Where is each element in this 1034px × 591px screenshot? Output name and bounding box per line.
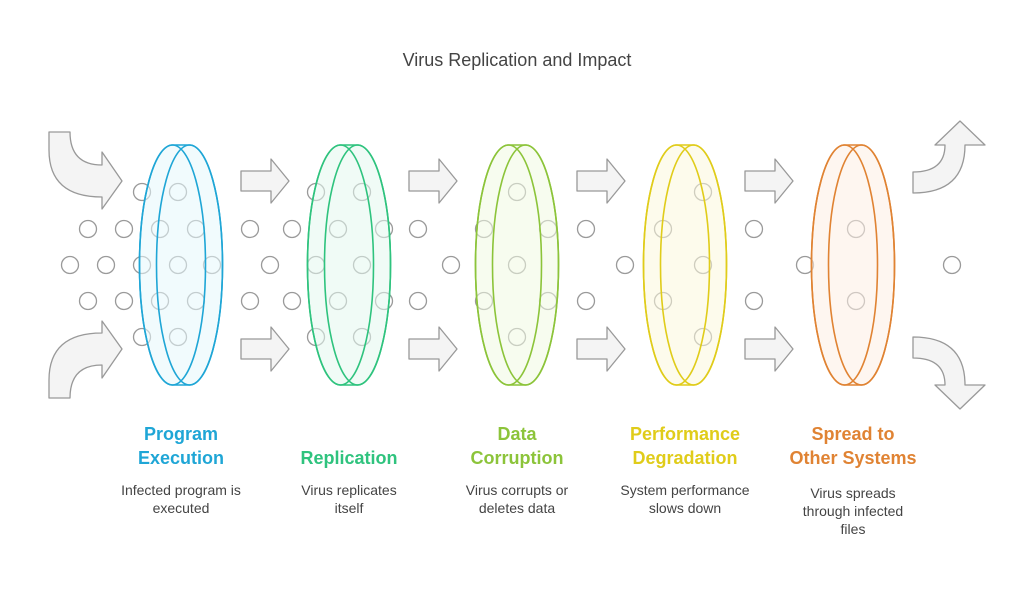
particle-dot <box>282 219 302 239</box>
flow-arrow <box>744 158 794 204</box>
stage-title: Spread to Other Systems <box>763 422 943 470</box>
curved-in-arrow-top <box>48 131 123 210</box>
particle-dot <box>441 255 461 275</box>
ring-back-edge <box>810 144 879 386</box>
flow-arrow <box>744 326 794 372</box>
stage-description: Virus replicates itself <box>259 481 439 517</box>
stage-description-line: Virus replicates <box>301 482 397 498</box>
stage-description-line: System performance <box>620 482 750 498</box>
particle-dot <box>60 255 80 275</box>
stage-title-line: Corruption <box>470 448 564 468</box>
ring-band <box>810 144 896 386</box>
stage-description-line: deletes data <box>478 500 556 516</box>
stage-description: Infected program is executed <box>91 481 271 517</box>
stage-title-line: Data <box>497 424 537 444</box>
curved-out-arrow-top <box>912 120 986 194</box>
particle-dot <box>576 219 596 239</box>
stage-title-line: Performance <box>629 424 741 444</box>
stage-description-line: files <box>840 521 866 537</box>
stage-title-line: Degradation <box>632 448 738 468</box>
stage-description: System performance slows down <box>595 481 775 517</box>
stage-description-line: Infected program is <box>121 482 241 498</box>
particle-dot <box>408 219 428 239</box>
stage-title-line: Program <box>143 424 219 444</box>
ring-band <box>306 144 392 386</box>
stage-description: Virus corrupts or deletes data <box>427 481 607 517</box>
particle-dot <box>282 291 302 311</box>
particle-dot <box>408 291 428 311</box>
flow-arrow <box>240 326 290 372</box>
ring-band <box>138 144 224 386</box>
particle-dot <box>942 255 962 275</box>
stage-description-line: through infected <box>802 503 904 519</box>
ring-back-edge <box>474 144 543 386</box>
stage-title-line: Execution <box>137 448 225 468</box>
stage-description-line: slows down <box>648 500 722 516</box>
particle-dot <box>240 291 260 311</box>
ring-band <box>474 144 560 386</box>
particle-dot <box>615 255 635 275</box>
particle-dot <box>744 291 764 311</box>
particle-dot <box>114 219 134 239</box>
particle-dot <box>96 255 116 275</box>
ring-front-edge <box>827 144 896 386</box>
stage-title-line: Other Systems <box>789 448 917 468</box>
flow-arrow <box>576 158 626 204</box>
stage-description: Virus spreads through infected files <box>763 484 943 538</box>
flow-arrow <box>576 326 626 372</box>
ring-back-edge <box>642 144 711 386</box>
particle-dot <box>240 219 260 239</box>
ring-front-edge <box>659 144 728 386</box>
ring-front-edge <box>323 144 392 386</box>
ring-back-edge <box>306 144 375 386</box>
ring-back-edge <box>138 144 207 386</box>
ring-band <box>642 144 728 386</box>
curved-out-arrow-bottom <box>912 336 986 410</box>
stage-description-line: Virus corrupts or <box>465 482 569 498</box>
stage-description-line: Virus spreads <box>810 485 896 501</box>
curved-in-arrow-bottom <box>48 320 123 399</box>
ring-front-edge <box>491 144 560 386</box>
flow-arrow <box>240 158 290 204</box>
particle-dot <box>78 219 98 239</box>
ring-front-edge <box>155 144 224 386</box>
stage-title-line: Replication <box>300 448 398 468</box>
diagram-title: Virus Replication and Impact <box>402 50 632 70</box>
particle-dot <box>576 291 596 311</box>
particle-dot <box>260 255 280 275</box>
stage-description-line: executed <box>152 500 210 516</box>
flow-arrow <box>408 326 458 372</box>
particle-dot <box>114 291 134 311</box>
flow-arrow <box>408 158 458 204</box>
particle-dot <box>744 219 764 239</box>
stage-description-line: itself <box>334 500 364 516</box>
stage-title: Replication <box>259 446 439 470</box>
stage-title-line: Spread to <box>811 424 895 444</box>
particle-dot <box>78 291 98 311</box>
